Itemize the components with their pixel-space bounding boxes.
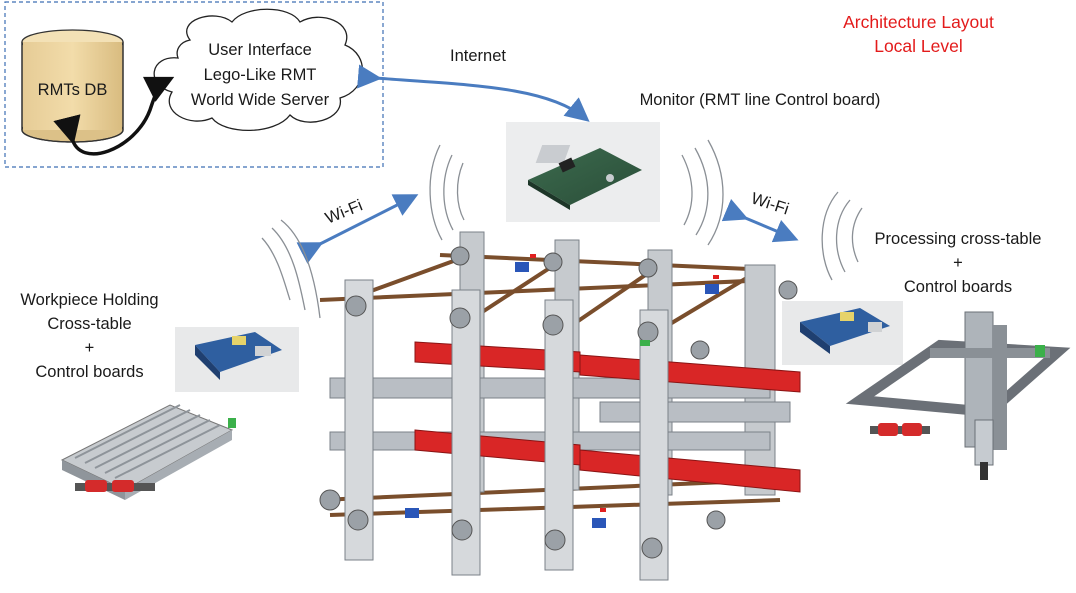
cloud-line-2: Lego-Like RMT [180, 63, 340, 88]
cloud-line-1: User Interface [180, 38, 340, 63]
workpiece-label: Workpiece Holding Cross-table + Control … [2, 288, 177, 384]
processing-line-1: Processing cross-table [860, 227, 1056, 251]
cloud-line-3: World Wide Server [180, 88, 340, 113]
internet-label: Internet [430, 44, 526, 68]
workpiece-line-2: Cross-table [2, 312, 177, 336]
title-line-1: Architecture Layout [806, 10, 1031, 34]
db-label: RMTs DB [22, 78, 123, 102]
workpiece-line-1: Workpiece Holding [2, 288, 177, 312]
processing-label: Processing cross-table + Control boards [860, 227, 1056, 299]
rmt-modular-frame-icon [320, 232, 800, 580]
cloud-label: User Interface Lego-Like RMT World Wide … [180, 38, 340, 113]
workpiece-line-3: + [2, 336, 177, 360]
workpiece-control-board-icon [175, 327, 299, 392]
internet-arrow [376, 78, 585, 118]
workpiece-cross-table-icon [62, 405, 236, 500]
workpiece-line-4: Control boards [2, 360, 177, 384]
raspberry-pi-board-icon [506, 122, 660, 222]
diagram-title: Architecture Layout Local Level [806, 10, 1031, 58]
monitor-label: Monitor (RMT line Control board) [600, 88, 920, 112]
processing-line-3: Control boards [860, 275, 1056, 299]
processing-control-board-icon [782, 301, 903, 365]
processing-line-2: + [860, 251, 1056, 275]
title-line-2: Local Level [806, 34, 1031, 58]
